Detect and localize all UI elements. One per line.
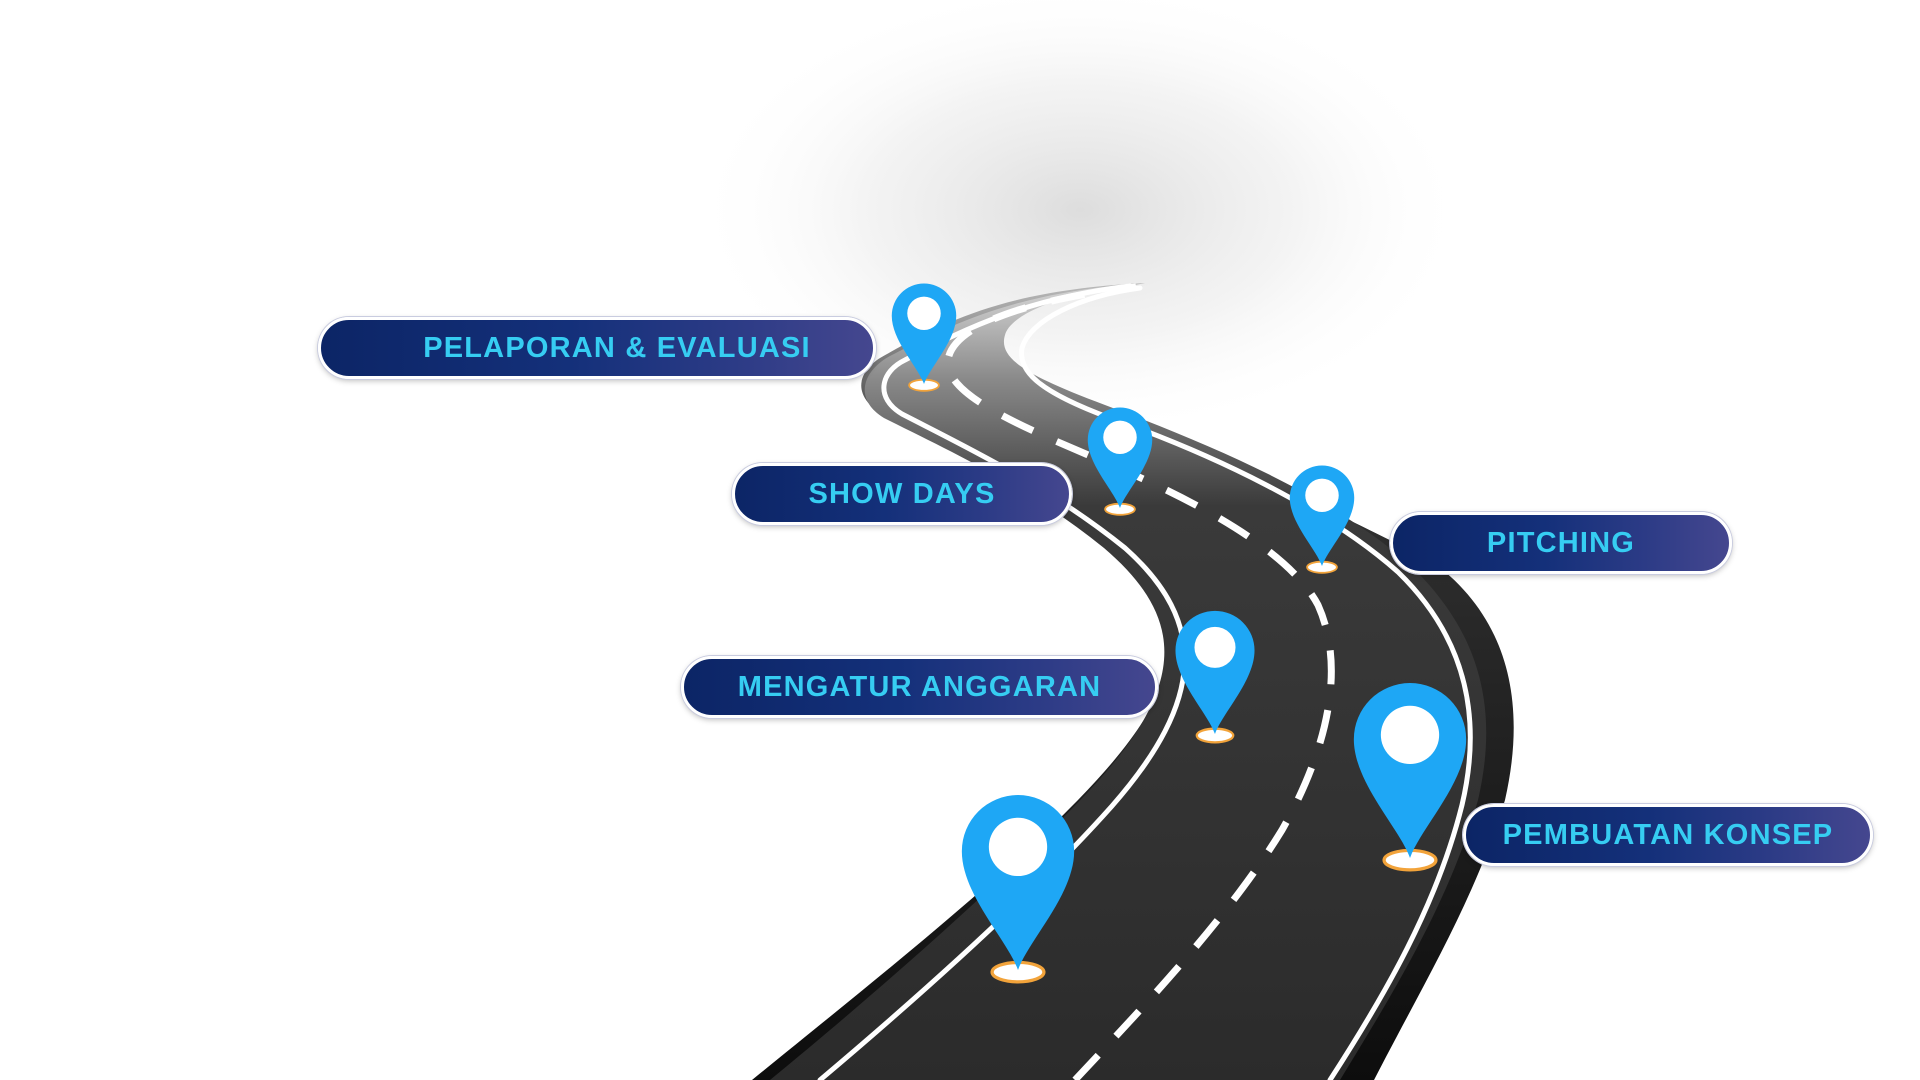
milestone-label-pelaporan-evaluasi: PELAPORAN & EVALUASI [318,317,876,379]
pin-hole [1103,420,1137,455]
pin-body [891,283,957,384]
pin-hole [988,817,1048,877]
road-center-dashes [944,283,1335,1080]
road-surface [770,283,1487,1080]
milestone-label-pembuatan-konsep: PEMBUATAN KONSEP [1463,804,1873,866]
milestone-label-pitching: PITCHING [1390,512,1732,574]
pin-body [1353,683,1467,858]
pin-body [1175,610,1255,734]
pin-hole [1305,478,1339,513]
milestone-label-mengatur-anggaran: MENGATUR ANGGARAN [681,656,1158,718]
pin-mengatur-anggaran-icon [1175,610,1255,744]
pin-hole [1194,626,1236,668]
pin-pelaporan-evaluasi-icon [891,283,957,392]
pin-body [1087,407,1153,508]
milestone-label-show-days: SHOW DAYS [732,463,1072,525]
pin-body [1289,465,1355,566]
pin-show-days-icon [1087,407,1153,516]
pin-hole [907,296,941,331]
pin-pitching-icon [1289,465,1355,574]
pin-start-icon [961,795,1075,984]
pin-pembuatan-konsep-icon [1353,683,1467,872]
fog-haze [690,0,1470,440]
pins-layer [891,283,1467,984]
pin-hole [1380,705,1440,765]
pin-body [961,795,1075,970]
